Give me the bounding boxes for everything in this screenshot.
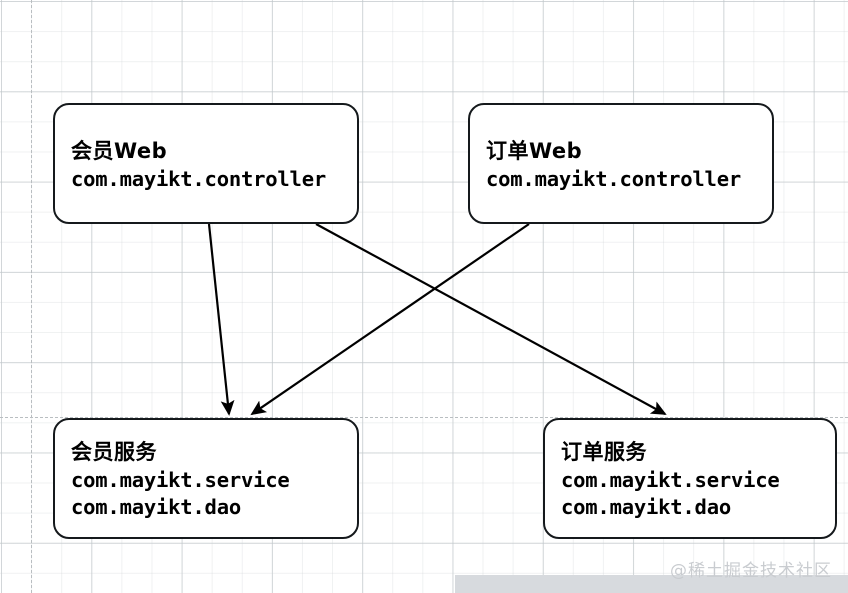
node-order-web[interactable]: 订单Web com.mayikt.controller [468,103,774,224]
node-order-service-package-1: com.mayikt.dao [561,495,731,520]
node-order-web-title: 订单Web [486,138,583,163]
bottom-status-strip [455,575,848,593]
node-member-service-package-0: com.mayikt.service [71,467,290,492]
node-member-web[interactable]: 会员Web com.mayikt.controller [53,103,359,224]
edge-member-web-to-order-service [315,223,667,415]
page-guide-vertical [31,0,32,593]
node-member-web-package-0: com.mayikt.controller [71,166,326,191]
watermark-text: @稀土掘金技术社区 [670,561,832,581]
node-order-service-package-0: com.mayikt.service [561,467,780,492]
page-guide-horizontal [0,417,848,418]
edge-member-web-to-member-service [207,223,235,416]
node-order-web-package-0: com.mayikt.controller [486,166,741,191]
node-member-service-title: 会员服务 [71,440,157,465]
node-member-web-title: 会员Web [71,138,168,163]
node-order-service-title: 订单服务 [561,440,647,465]
node-member-service[interactable]: 会员服务 com.mayikt.service com.mayikt.dao [53,418,359,539]
node-order-service[interactable]: 订单服务 com.mayikt.service com.mayikt.dao [543,418,837,539]
node-member-service-package-1: com.mayikt.dao [71,495,241,520]
edge-order-web-to-member-service [250,223,530,416]
